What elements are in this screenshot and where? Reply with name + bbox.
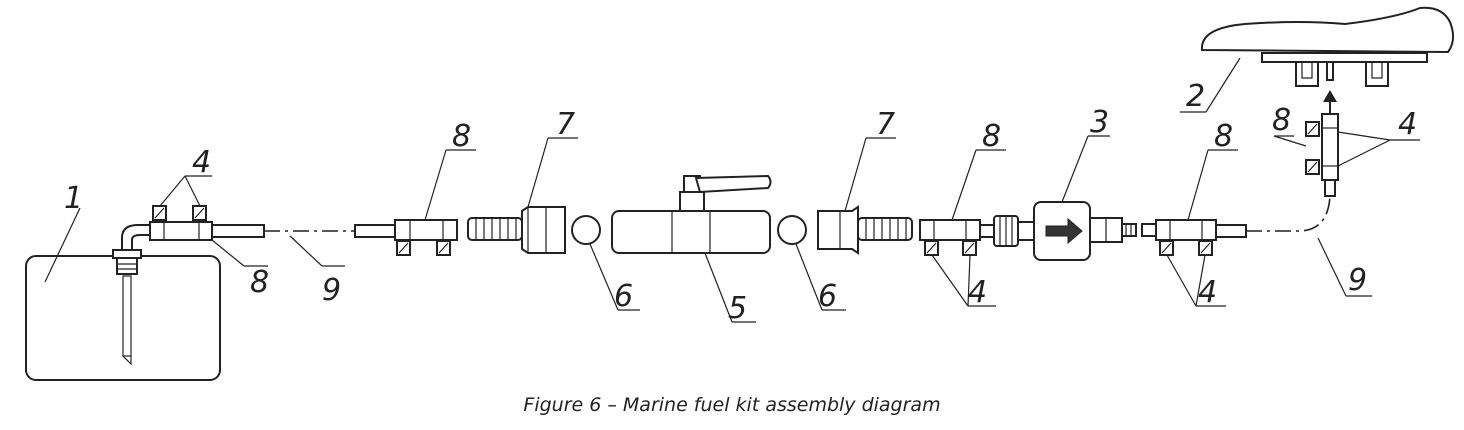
callout-left-fitting: 8 — [452, 119, 471, 154]
right-sealing-ring — [777, 215, 807, 245]
tank-hose-clamp — [152, 205, 207, 221]
callout-tank: 1 — [64, 181, 83, 216]
callout-middle-clamp: 4 — [968, 275, 987, 310]
middle-hose-clamp — [924, 240, 977, 256]
right-hose-nipple — [817, 205, 913, 255]
left-sealing-ring — [571, 215, 601, 245]
flow-up-arrow-icon — [1323, 90, 1337, 114]
engine-hose-fitting — [1321, 113, 1339, 197]
flow-direction-arrow-icon — [1045, 217, 1083, 245]
callout-engine-fitting: 8 — [1272, 103, 1291, 138]
outboard-engine — [1200, 6, 1454, 87]
fuel-hose-right — [1246, 195, 1331, 232]
callout-labels: 1 4 8 9 8 7 6 5 6 7 8 4 3 8 4 9 2 8 4 — [64, 79, 1417, 326]
callout-engine: 2 — [1186, 79, 1205, 114]
callout-hose-left: 9 — [322, 273, 341, 308]
callout-right-nipple: 7 — [876, 107, 895, 142]
callout-right-fitting: 8 — [1214, 119, 1233, 154]
figure-caption: Figure 6 – Marine fuel kit assembly diag… — [523, 394, 941, 416]
callout-left-ring: 6 — [614, 279, 633, 314]
callout-filter: 3 — [1090, 105, 1109, 140]
left-hose-fitting — [354, 219, 458, 241]
right-hose-clamp — [1159, 240, 1213, 256]
engine-hose-clamp — [1305, 121, 1320, 175]
callout-tank-clamp: 4 — [192, 145, 211, 180]
callout-hose-right: 9 — [1348, 263, 1367, 298]
tank-hose-fitting — [149, 221, 265, 241]
right-hose-fitting — [1141, 219, 1247, 241]
left-hose-clamp — [396, 240, 451, 256]
ball-valve — [611, 174, 772, 254]
callout-left-nipple: 7 — [556, 107, 575, 142]
callout-tank-fitting: 8 — [250, 265, 269, 300]
middle-hose-fitting — [919, 219, 995, 241]
callout-right-ring: 6 — [818, 279, 837, 314]
callout-valve: 5 — [728, 291, 747, 326]
left-hose-nipple — [467, 206, 566, 254]
fuel-tank — [25, 224, 221, 381]
callout-engine-clamp: 4 — [1398, 107, 1417, 142]
leader-lines — [44, 57, 1420, 323]
callout-middle-fitting: 8 — [982, 119, 1001, 154]
callout-right-clamp: 4 — [1198, 275, 1217, 310]
